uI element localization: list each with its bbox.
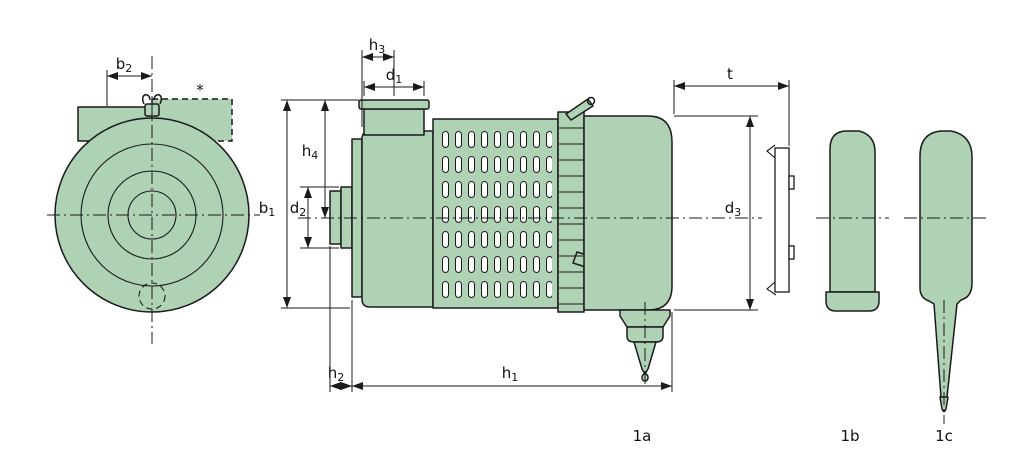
label-d2: d2 — [290, 199, 307, 219]
dim-h3: h3 — [361, 36, 395, 127]
inlet-pipe — [363, 108, 425, 136]
label-b2: b2 — [116, 55, 133, 75]
label-d1: d1 — [386, 66, 403, 86]
end-cap — [583, 115, 673, 311]
detail-dust-valve — [904, 130, 986, 424]
inlet-pipe-flange — [358, 99, 430, 110]
clamp-band-rungs — [559, 127, 583, 305]
label-h4: h4 — [302, 142, 319, 162]
head-casting — [361, 130, 434, 308]
detail-mounting-band — [816, 130, 889, 312]
front-clamp-hook-right — [153, 94, 162, 105]
dim-b1: b1 — [259, 99, 359, 309]
band-body — [829, 130, 876, 293]
filter-body-louvers — [439, 127, 552, 301]
dim-h2: h2 — [328, 246, 353, 392]
label-h3: h3 — [369, 36, 386, 56]
dim-d3: d3 — [674, 115, 758, 311]
mounting-band-edge — [766, 144, 795, 296]
band-tab-lower — [788, 245, 795, 260]
label-asterisk: * — [196, 81, 204, 99]
front-view: b2 * — [47, 55, 260, 344]
side-view: d1 h3 t b1 h4 d2 — [259, 36, 795, 392]
clamp-band — [557, 111, 585, 313]
label-b1: b1 — [259, 199, 276, 219]
band-hook-bottom — [766, 281, 777, 296]
dim-d2: d2 — [290, 186, 339, 249]
band-tab-upper — [788, 175, 795, 190]
label-d3: d3 — [725, 199, 742, 219]
clamp-bolt-top-pin — [586, 96, 596, 106]
label-h1: h1 — [502, 364, 519, 384]
dim-b2: b2 — [106, 55, 152, 106]
label-part-1b: 1b — [840, 427, 859, 445]
front-clamp-hook-left — [142, 94, 151, 105]
valve-profile-body — [919, 130, 973, 402]
dim-h1: h1 — [352, 312, 673, 392]
label-part-1a: 1a — [633, 427, 652, 445]
label-t: t — [727, 65, 733, 83]
band-hook-top — [766, 144, 776, 159]
band-foot — [825, 291, 880, 312]
label-part-1c: 1c — [935, 427, 953, 445]
label-h2: h2 — [328, 364, 345, 384]
dim-t: t — [673, 65, 790, 146]
clamp-bolt-top — [565, 98, 594, 121]
dim-h4: h4 — [302, 100, 329, 218]
